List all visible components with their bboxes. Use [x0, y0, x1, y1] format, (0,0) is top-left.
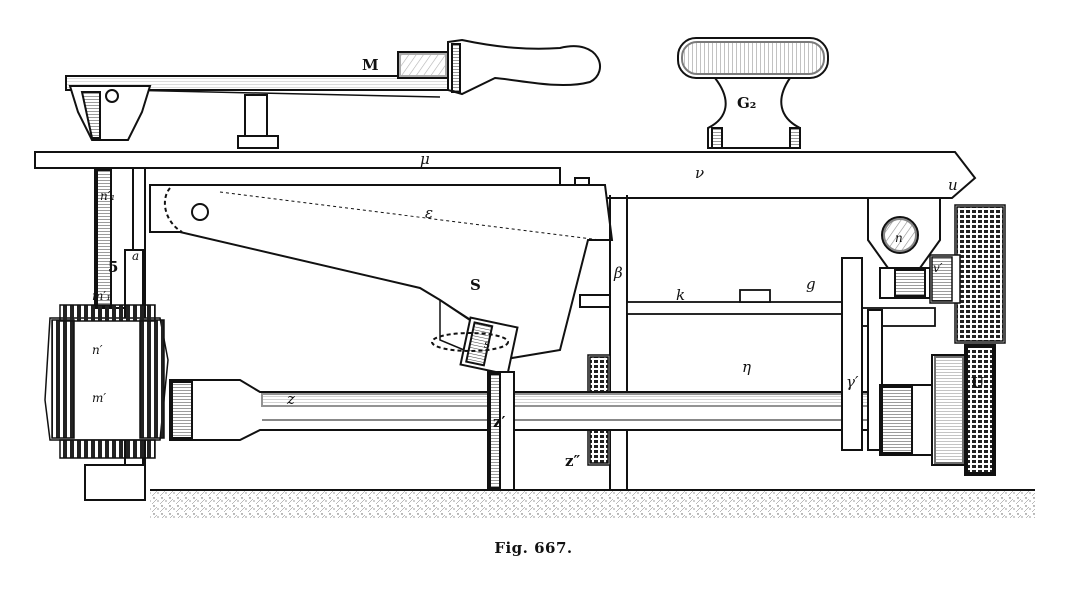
pivot-post [68, 85, 279, 149]
label-m: M [362, 56, 379, 74]
label-mu: μ [420, 150, 430, 168]
label-z-double-prime: z″ [565, 452, 581, 470]
bevel-gear-left [44, 304, 169, 459]
label-g: g [806, 275, 816, 293]
label-epsilon: ε [425, 204, 433, 222]
figure-caption: Fig. 667. [494, 539, 573, 557]
label-s-upper: S [470, 276, 481, 294]
plate-gamma-prime [841, 257, 883, 451]
label-a: a [132, 249, 139, 263]
label-m-prime-1: m′₁ [92, 289, 111, 303]
label-v-prime: v′ [933, 261, 943, 275]
label-nu: ν [695, 164, 704, 182]
label-z: z [286, 390, 295, 408]
ground-base [150, 489, 1035, 518]
label-n-prime: n′ [92, 343, 103, 357]
label-u-wheel: U [971, 374, 984, 392]
label-five: 5 [108, 258, 118, 276]
label-beta: β [613, 264, 623, 282]
label-u-small: u [948, 176, 958, 194]
cam-lever-s [149, 184, 614, 361]
label-eta: η [742, 358, 751, 376]
label-g2: G₂ [737, 94, 756, 112]
wheel-u [879, 344, 996, 476]
main-shaft-z [169, 379, 881, 441]
label-m-prime: m′ [92, 391, 106, 405]
lever-arm-m [65, 38, 601, 98]
bracket-n [867, 197, 941, 299]
slider-block-s [431, 316, 519, 376]
gear-stack-right [929, 204, 1006, 344]
label-z-prime: z′ [493, 413, 506, 431]
label-k: k [676, 286, 685, 304]
knob-g2 [677, 37, 829, 149]
figure-labels: M G₂ μ ν u ε S s β k g n v′ η γ′ U z z′ … [92, 56, 984, 470]
label-s-lower: s [484, 337, 490, 351]
label-n-prime-1: n′₁ [100, 189, 115, 203]
label-gamma-prime: γ′ [846, 373, 859, 391]
label-n: n [895, 231, 903, 245]
disc-z-prime [487, 371, 515, 491]
